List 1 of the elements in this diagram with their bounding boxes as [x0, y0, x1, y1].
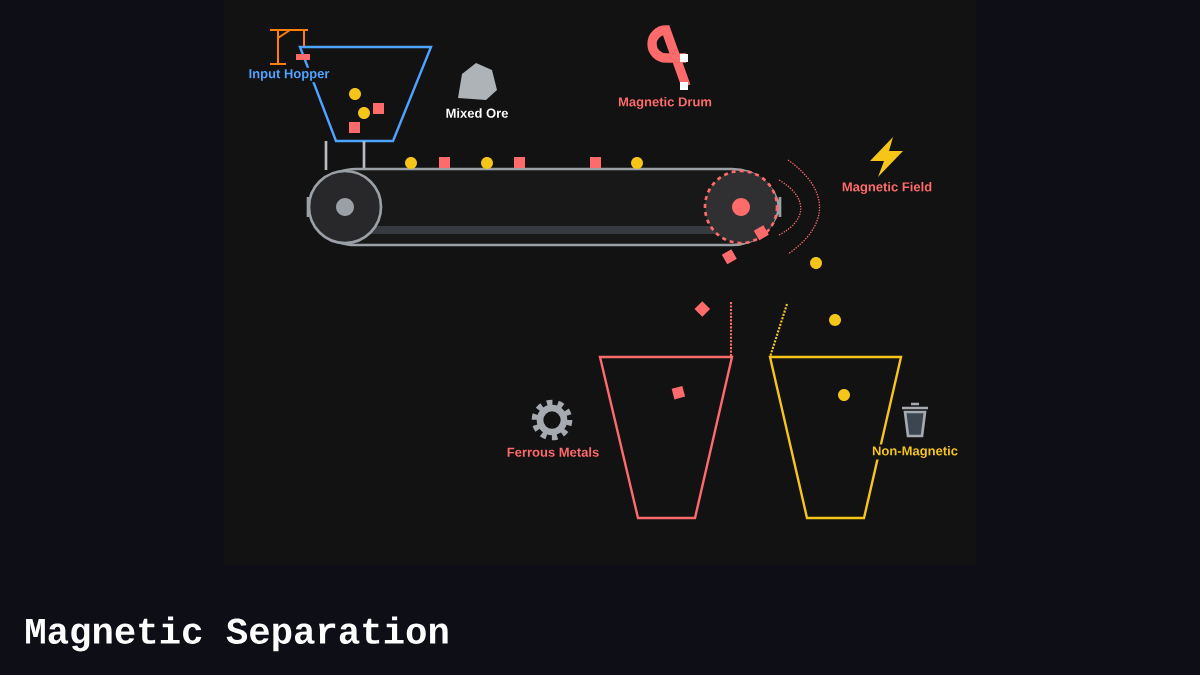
title: Magnetic Separation	[26, 616, 448, 652]
